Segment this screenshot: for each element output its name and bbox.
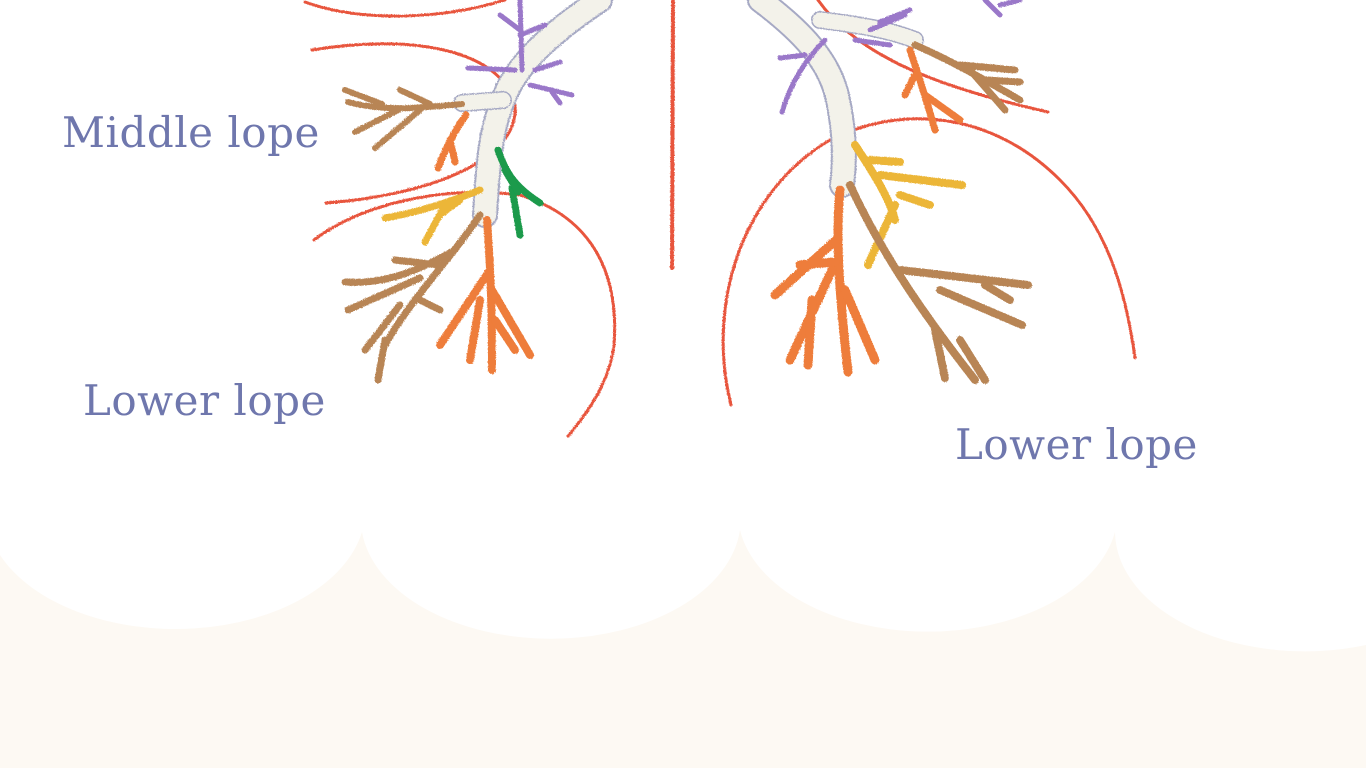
right-purple-branches xyxy=(777,0,1023,115)
left-lower-fissure-line xyxy=(312,190,617,438)
left-yellow-branch xyxy=(381,186,484,246)
left-orange-branches-lower xyxy=(436,216,534,374)
right-brown-branches-upper xyxy=(911,41,1024,114)
left-brown-branches-middle xyxy=(342,87,465,151)
left-orange-branch-middle xyxy=(434,111,470,172)
right-yellow-branches xyxy=(851,141,966,269)
left-middle-bronchus xyxy=(454,92,511,111)
right-bronchus xyxy=(749,0,855,196)
right-brown-branches-lower xyxy=(846,181,1032,384)
scalloped-background xyxy=(0,530,1366,768)
left-purple-branches xyxy=(465,0,575,106)
right-orange-branches-upper xyxy=(901,46,964,134)
left-green-branch xyxy=(494,146,544,239)
left-middle-fissure-line xyxy=(310,42,517,205)
right-lower-fissure-line xyxy=(721,117,1137,407)
central-midline xyxy=(670,0,675,270)
label-left-lower-lobe: Lower lope xyxy=(83,376,326,425)
right-orange-branches-lower xyxy=(770,185,880,377)
left-upper-fissure-line xyxy=(303,0,507,18)
label-right-lower-lobe: Lower lope xyxy=(955,420,1198,469)
label-middle-lobe: Middle lope xyxy=(62,108,320,157)
left-brown-branches-lower xyxy=(341,211,484,384)
